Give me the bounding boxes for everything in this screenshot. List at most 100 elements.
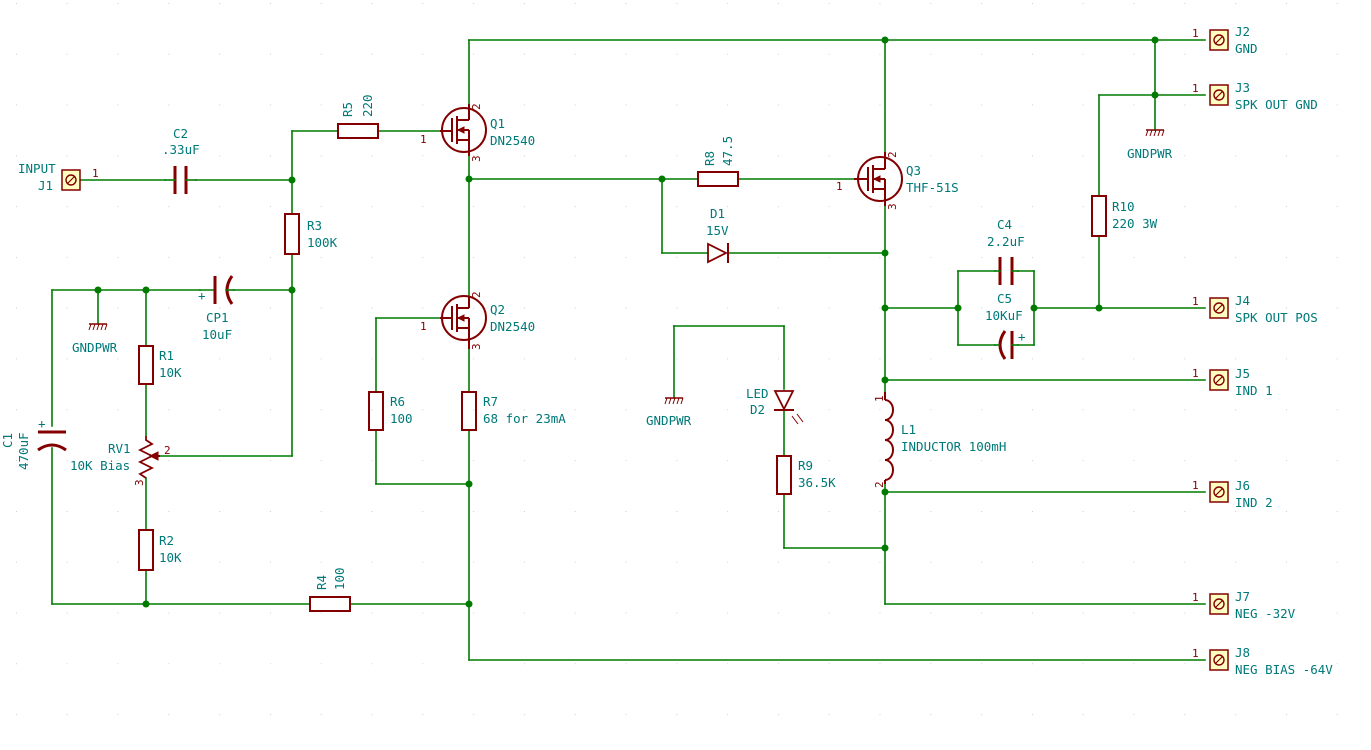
r1-value: 10K bbox=[159, 365, 182, 380]
diode-d1: D1 15V bbox=[706, 206, 729, 264]
j4-pin: 1 bbox=[1192, 295, 1199, 308]
resistor-r6: R6 100 bbox=[368, 391, 413, 431]
resistor-r9: R9 36.5K bbox=[776, 455, 836, 495]
q2-pin-gate: 1 bbox=[420, 320, 427, 333]
q1-pin-source: 3 bbox=[470, 155, 483, 162]
q1-pin-gate: 1 bbox=[420, 133, 427, 146]
j7-ref: J7 bbox=[1235, 589, 1250, 604]
capacitor-c2: C2 .33uF bbox=[162, 126, 200, 194]
r5-ref: R5 bbox=[340, 102, 355, 117]
potentiometer-rv1: 2 3 RV1 10K Bias bbox=[70, 436, 171, 486]
j2-value: GND bbox=[1235, 41, 1258, 56]
ground-symbol-1: GNDPWR bbox=[72, 323, 118, 355]
connector-j6: 1 J6 IND 2 bbox=[1192, 478, 1273, 510]
resistor-r4: R4 100 bbox=[309, 567, 351, 612]
j5-value: IND 1 bbox=[1235, 383, 1273, 398]
connector-j5: 1 J5 IND 1 bbox=[1192, 366, 1273, 398]
resistor-r2: R2 10K bbox=[138, 529, 182, 571]
c1-plus: + bbox=[38, 416, 46, 431]
mosfet-q3: 1 2 3 Q3 THF-51S bbox=[836, 151, 959, 210]
j6-ref: J6 bbox=[1235, 478, 1250, 493]
capacitor-c5: + C5 10KuF bbox=[985, 291, 1026, 360]
c4-value: 2.2uF bbox=[987, 234, 1025, 249]
j1-ref: J1 bbox=[38, 178, 53, 193]
cp1-plus: + bbox=[198, 288, 206, 303]
r10-value: 220 3W bbox=[1112, 216, 1158, 231]
c2-ref: C2 bbox=[173, 126, 188, 141]
q3-pin-drain: 2 bbox=[886, 151, 899, 158]
capacitor-c4: C4 2.2uF bbox=[987, 217, 1025, 285]
l1-pin-2: 2 bbox=[873, 481, 886, 488]
c4-ref: C4 bbox=[997, 217, 1012, 232]
r8-value: 47.5 bbox=[720, 136, 735, 166]
resistor-r7: R7 68 for 23mA bbox=[461, 391, 566, 431]
resistor-r5: R5 220 bbox=[337, 94, 379, 139]
q2-pin-source: 3 bbox=[470, 343, 483, 350]
led-d2: LED D2 bbox=[746, 386, 804, 425]
r2-value: 10K bbox=[159, 550, 182, 565]
rv1-pin-wiper: 2 bbox=[164, 444, 171, 457]
q2-ref: Q2 bbox=[490, 302, 505, 317]
capacitor-c1: + C1 470uF bbox=[0, 416, 67, 470]
gnd2-label: GNDPWR bbox=[646, 413, 692, 428]
d1-ref: D1 bbox=[710, 206, 725, 221]
capacitor-cp1: + CP1 10uF bbox=[198, 275, 235, 342]
j1-value: INPUT bbox=[18, 161, 56, 176]
r2-ref: R2 bbox=[159, 533, 174, 548]
connector-j3: 1 J3 SPK OUT GND bbox=[1192, 80, 1318, 112]
connector-j2: 1 J2 GND bbox=[1192, 24, 1258, 56]
j3-value: SPK OUT GND bbox=[1235, 97, 1318, 112]
cp1-value: 10uF bbox=[202, 327, 232, 342]
junctions bbox=[94, 36, 1159, 608]
q1-pin-drain: 2 bbox=[470, 103, 483, 110]
cp1-ref: CP1 bbox=[206, 310, 229, 325]
inductor-l1: 1 2 L1 INDUCTOR 100mH bbox=[873, 392, 1006, 488]
q1-ref: Q1 bbox=[490, 116, 505, 131]
q3-ref: Q3 bbox=[906, 163, 921, 178]
j5-ref: J5 bbox=[1235, 366, 1250, 381]
j2-ref: J2 bbox=[1235, 24, 1250, 39]
ground-symbol-2: GNDPWR bbox=[646, 397, 692, 428]
mosfet-q2: 1 2 3 Q2 DN2540 bbox=[420, 291, 535, 350]
j8-ref: J8 bbox=[1235, 645, 1250, 660]
j4-ref: J4 bbox=[1235, 293, 1250, 308]
j6-value: IND 2 bbox=[1235, 495, 1273, 510]
r9-ref: R9 bbox=[798, 458, 813, 473]
r4-ref: R4 bbox=[314, 575, 329, 590]
j2-pin: 1 bbox=[1192, 27, 1199, 40]
d2-ref: D2 bbox=[750, 402, 765, 417]
r6-ref: R6 bbox=[390, 394, 405, 409]
r5-value: 220 bbox=[360, 94, 375, 117]
j3-pin: 1 bbox=[1192, 82, 1199, 95]
c5-value: 10KuF bbox=[985, 308, 1023, 323]
mosfet-q1: 1 2 3 Q1 DN2540 bbox=[420, 103, 535, 162]
j7-pin: 1 bbox=[1192, 591, 1199, 604]
j6-pin: 1 bbox=[1192, 479, 1199, 492]
resistor-r10: R10 220 3W bbox=[1091, 195, 1158, 237]
l1-value: INDUCTOR 100mH bbox=[901, 439, 1006, 454]
j8-pin: 1 bbox=[1192, 647, 1199, 660]
j3-ref: J3 bbox=[1235, 80, 1250, 95]
r7-value: 68 for 23mA bbox=[483, 411, 566, 426]
r6-value: 100 bbox=[390, 411, 413, 426]
rv1-value: 10K Bias bbox=[70, 458, 130, 473]
q2-value: DN2540 bbox=[490, 319, 535, 334]
q2-pin-drain: 2 bbox=[470, 291, 483, 298]
connector-j7: 1 J7 NEG -32V bbox=[1192, 589, 1296, 621]
q3-pin-gate: 1 bbox=[836, 180, 843, 193]
q1-value: DN2540 bbox=[490, 133, 535, 148]
c2-value: .33uF bbox=[162, 142, 200, 157]
j1-pin: 1 bbox=[92, 167, 99, 180]
c1-ref: C1 bbox=[0, 433, 15, 448]
c5-plus: + bbox=[1018, 329, 1026, 344]
rv1-pin-end: 3 bbox=[133, 479, 146, 486]
q3-pin-source: 3 bbox=[886, 203, 899, 210]
ground-symbol-3: GNDPWR bbox=[1127, 129, 1173, 161]
r1-ref: R1 bbox=[159, 348, 174, 363]
c5-ref: C5 bbox=[997, 291, 1012, 306]
r3-ref: R3 bbox=[307, 218, 322, 233]
l1-ref: L1 bbox=[901, 422, 916, 437]
c1-value: 470uF bbox=[16, 432, 31, 470]
resistor-r8: R8 47.5 bbox=[697, 136, 739, 187]
